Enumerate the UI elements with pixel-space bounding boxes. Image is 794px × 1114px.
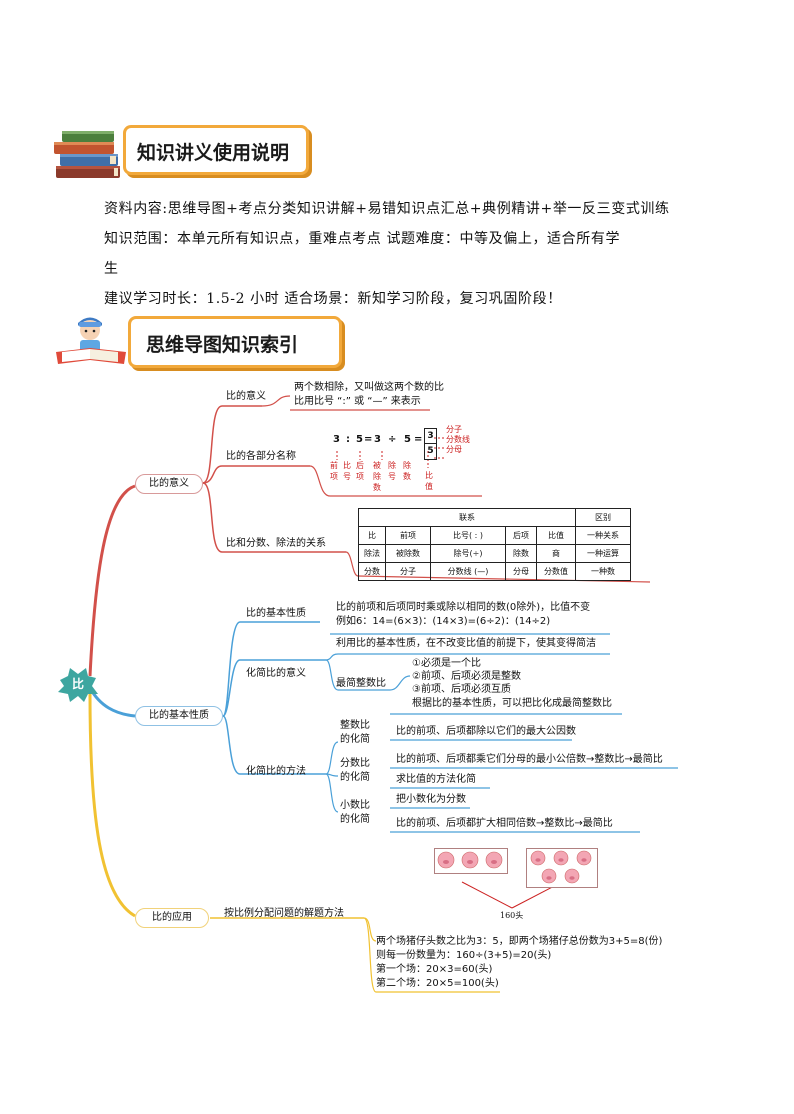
branch-ratio-meaning: 比的意义 bbox=[135, 474, 203, 494]
info-line-scope: 知识范围：本单元所有知识点，重难点考点 试题难度：中等及偏上，适合所有学 bbox=[104, 231, 621, 247]
fraction-label: 分母 bbox=[446, 445, 462, 454]
expr-item: = bbox=[414, 434, 423, 445]
table-cell: 后项 bbox=[505, 526, 537, 545]
fraction-label: 分数线 bbox=[446, 435, 470, 444]
simplest-ratio-item: ①必须是一个比 bbox=[412, 658, 481, 669]
simplest-ratio-item: ②前项、后项必须是整数 bbox=[412, 671, 521, 682]
part-label-chushu: 除数 bbox=[403, 461, 411, 481]
expr-item: 3 bbox=[374, 434, 381, 445]
info-line-scope-cont: 生 bbox=[104, 261, 119, 277]
simplest-ratio-rule: 根据比的基本性质，可以把比化成最简整数比 bbox=[412, 698, 612, 709]
pig-total-label: 160头 bbox=[500, 911, 524, 920]
fraction-ratio-rule: 比的前项、后项都乘它们分母的最小公倍数→整数比→最简比 bbox=[396, 754, 663, 765]
ratio-meaning-node: 比的意义 bbox=[226, 391, 266, 402]
table-cell: 分数值 bbox=[536, 562, 576, 581]
simplest-ratio-node: 最简整数比 bbox=[336, 678, 386, 689]
relation-table: 联系 区别 比 前项 比号( : ) 后项 比值 一种关系 除法 被除数 除号(… bbox=[358, 508, 631, 581]
table-cell: 分子 bbox=[385, 562, 431, 581]
integer-ratio-label: 整数比 bbox=[340, 720, 370, 731]
mind-map: 比 比的意义 比的意义 两个数相除，又叫做这两个数的比 比用比号 “:” 或 “… bbox=[50, 376, 678, 1006]
table-cell: 分数线 (—) bbox=[430, 562, 506, 581]
index-banner bbox=[128, 316, 342, 368]
fraction-label: 分子 bbox=[446, 425, 462, 434]
table-cell: 比 bbox=[358, 526, 386, 545]
index-banner-title: 思维导图知识索引 bbox=[146, 334, 299, 356]
application-line: 则每一份数量为：160÷(3+5)=20(头) bbox=[376, 950, 552, 961]
table-cell: 前项 bbox=[385, 526, 431, 545]
table-cell: 商 bbox=[536, 544, 576, 563]
part-label-houxiang: 后项 bbox=[356, 461, 364, 481]
table-header-qubie: 区别 bbox=[575, 508, 631, 527]
part-label-chuhao: 除号 bbox=[388, 461, 396, 481]
table-cell: 比值 bbox=[536, 526, 576, 545]
basic-property-example: 例如6：14=(6×3)：(14×3)=(6÷2)：(14÷2) bbox=[336, 616, 551, 627]
decimal-ratio-label: 的化简 bbox=[340, 814, 370, 825]
root-splash-icon bbox=[58, 668, 98, 702]
table-cell: 一种运算 bbox=[575, 544, 631, 563]
table-cell: 分数 bbox=[358, 562, 386, 581]
expr-item: ÷ bbox=[388, 434, 397, 445]
fraction-top: 3 bbox=[425, 429, 436, 444]
integer-ratio-label: 的化简 bbox=[340, 734, 370, 745]
decimal-ratio-label: 小数比 bbox=[340, 800, 370, 811]
info-line-content: 资料内容:思维导图+考点分类知识讲解+易错知识点汇总+典例精讲+举一反三变式训练 bbox=[104, 201, 670, 217]
application-line: 第一个场：20×3=60(头) bbox=[376, 964, 493, 975]
basic-property-node: 比的基本性质 bbox=[246, 608, 306, 619]
ratio-meaning-def: 两个数相除，又叫做这两个数的比 bbox=[294, 382, 444, 393]
table-cell: 除法 bbox=[358, 544, 386, 563]
expr-item: : bbox=[346, 434, 350, 445]
table-cell: 除号(÷) bbox=[430, 544, 506, 563]
reading-child-icon bbox=[52, 316, 130, 368]
usage-banner bbox=[123, 125, 309, 175]
part-label-bizhi: 比值 bbox=[425, 471, 433, 491]
root-label: 比 bbox=[72, 677, 85, 691]
books-icon bbox=[50, 126, 126, 184]
expr-item: 5 bbox=[404, 434, 411, 445]
table-cell: 被除数 bbox=[385, 544, 431, 563]
simplify-meaning-def: 利用比的基本性质，在不改变比值的前提下，使其变得简洁 bbox=[336, 638, 596, 649]
table-cell: 一种数 bbox=[575, 562, 631, 581]
table-cell: 一种关系 bbox=[575, 526, 631, 545]
basic-property-def: 比的前项和后项同时乘或除以相同的数(0除外)，比值不变 bbox=[336, 602, 591, 613]
integer-ratio-rule: 比的前项、后项都除以它们的最大公因数 bbox=[396, 726, 576, 737]
fraction-box: 3 5 bbox=[424, 428, 437, 460]
branch-ratio-application: 比的应用 bbox=[135, 908, 209, 928]
decimal-ratio-rule: 比的前项、后项都扩大相同倍数→整数比→最简比 bbox=[396, 818, 613, 829]
pigs-icon bbox=[437, 850, 592, 884]
application-line: 第二个场：20×5=100(头) bbox=[376, 978, 499, 989]
fraction-ratio-label: 分数比 bbox=[340, 758, 370, 769]
table-cell: 比号( : ) bbox=[430, 526, 506, 545]
branch-basic-property: 比的基本性质 bbox=[135, 706, 223, 726]
table-header-lianxi: 联系 bbox=[358, 508, 576, 527]
simplify-meaning-node: 化简比的意义 bbox=[246, 668, 306, 679]
table-row: 分数 分子 分数线 (—) 分母 分数值 一种数 bbox=[358, 562, 631, 581]
ratio-parts-node: 比的各部分名称 bbox=[226, 451, 296, 462]
fraction-ratio-label: 的化简 bbox=[340, 772, 370, 783]
table-row: 比 前项 比号( : ) 后项 比值 一种关系 bbox=[358, 526, 631, 545]
expr-item: = bbox=[364, 434, 373, 445]
mind-map-connectors bbox=[88, 395, 678, 993]
ratio-meaning-symbol: 比用比号 “:” 或 “—” 来表示 bbox=[294, 396, 421, 407]
part-label-bihao: 比号 bbox=[343, 461, 351, 481]
simplify-method-node: 化简比的方法 bbox=[246, 766, 306, 777]
part-label-beichushu: 被除数 bbox=[373, 461, 381, 492]
ratio-parts-diagram: 3 : 5 = 3 ÷ 5 = 3 5 分子 分数线 分母 前项 比号 后项 被… bbox=[328, 425, 484, 494]
table-cell: 分母 bbox=[505, 562, 537, 581]
expr-item: 3 bbox=[333, 434, 340, 445]
proportion-method-node: 按比例分配问题的解题方法 bbox=[224, 908, 344, 919]
part-label-qianxiang: 前项 bbox=[330, 461, 338, 481]
table-cell: 除数 bbox=[505, 544, 537, 563]
ratio-relation-node: 比和分数、除法的关系 bbox=[226, 538, 326, 549]
table-row: 除法 被除数 除号(÷) 除数 商 一种运算 bbox=[358, 544, 631, 563]
expr-item: 5 bbox=[356, 434, 363, 445]
fraction-ratio-alt: 求比值的方法化简 bbox=[396, 774, 476, 785]
application-line: 两个场猪仔头数之比为3：5，即两个场猪仔总份数为3+5=8(份) bbox=[376, 936, 663, 947]
fraction-bottom: 5 bbox=[427, 446, 434, 456]
decimal-ratio-step: 把小数化为分数 bbox=[396, 794, 466, 805]
simplest-ratio-item: ③前项、后项必须互质 bbox=[412, 684, 511, 695]
usage-banner-title: 知识讲义使用说明 bbox=[137, 142, 290, 164]
info-line-duration: 建议学习时长：1.5-2 小时 适合场景：新知学习阶段，复习巩固阶段！ bbox=[104, 291, 562, 307]
